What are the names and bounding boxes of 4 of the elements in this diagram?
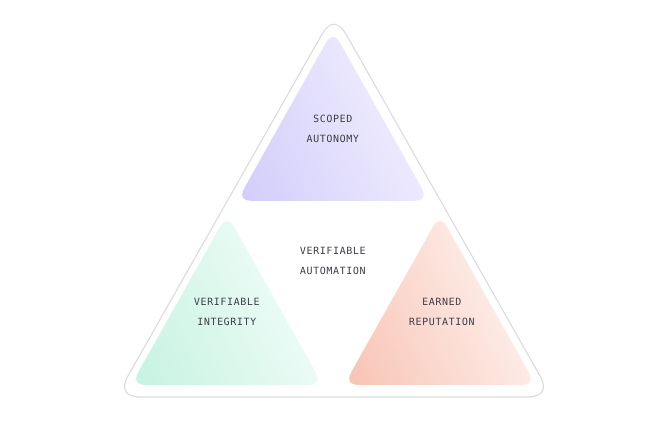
node-label: VERIFIABLE AUTOMATION <box>298 245 368 279</box>
node-label: SCOPED AUTONOMY <box>306 113 360 147</box>
node-label: EARNED REPUTATION <box>408 296 476 330</box>
node-label: VERIFIABLE INTEGRITY <box>192 296 262 330</box>
